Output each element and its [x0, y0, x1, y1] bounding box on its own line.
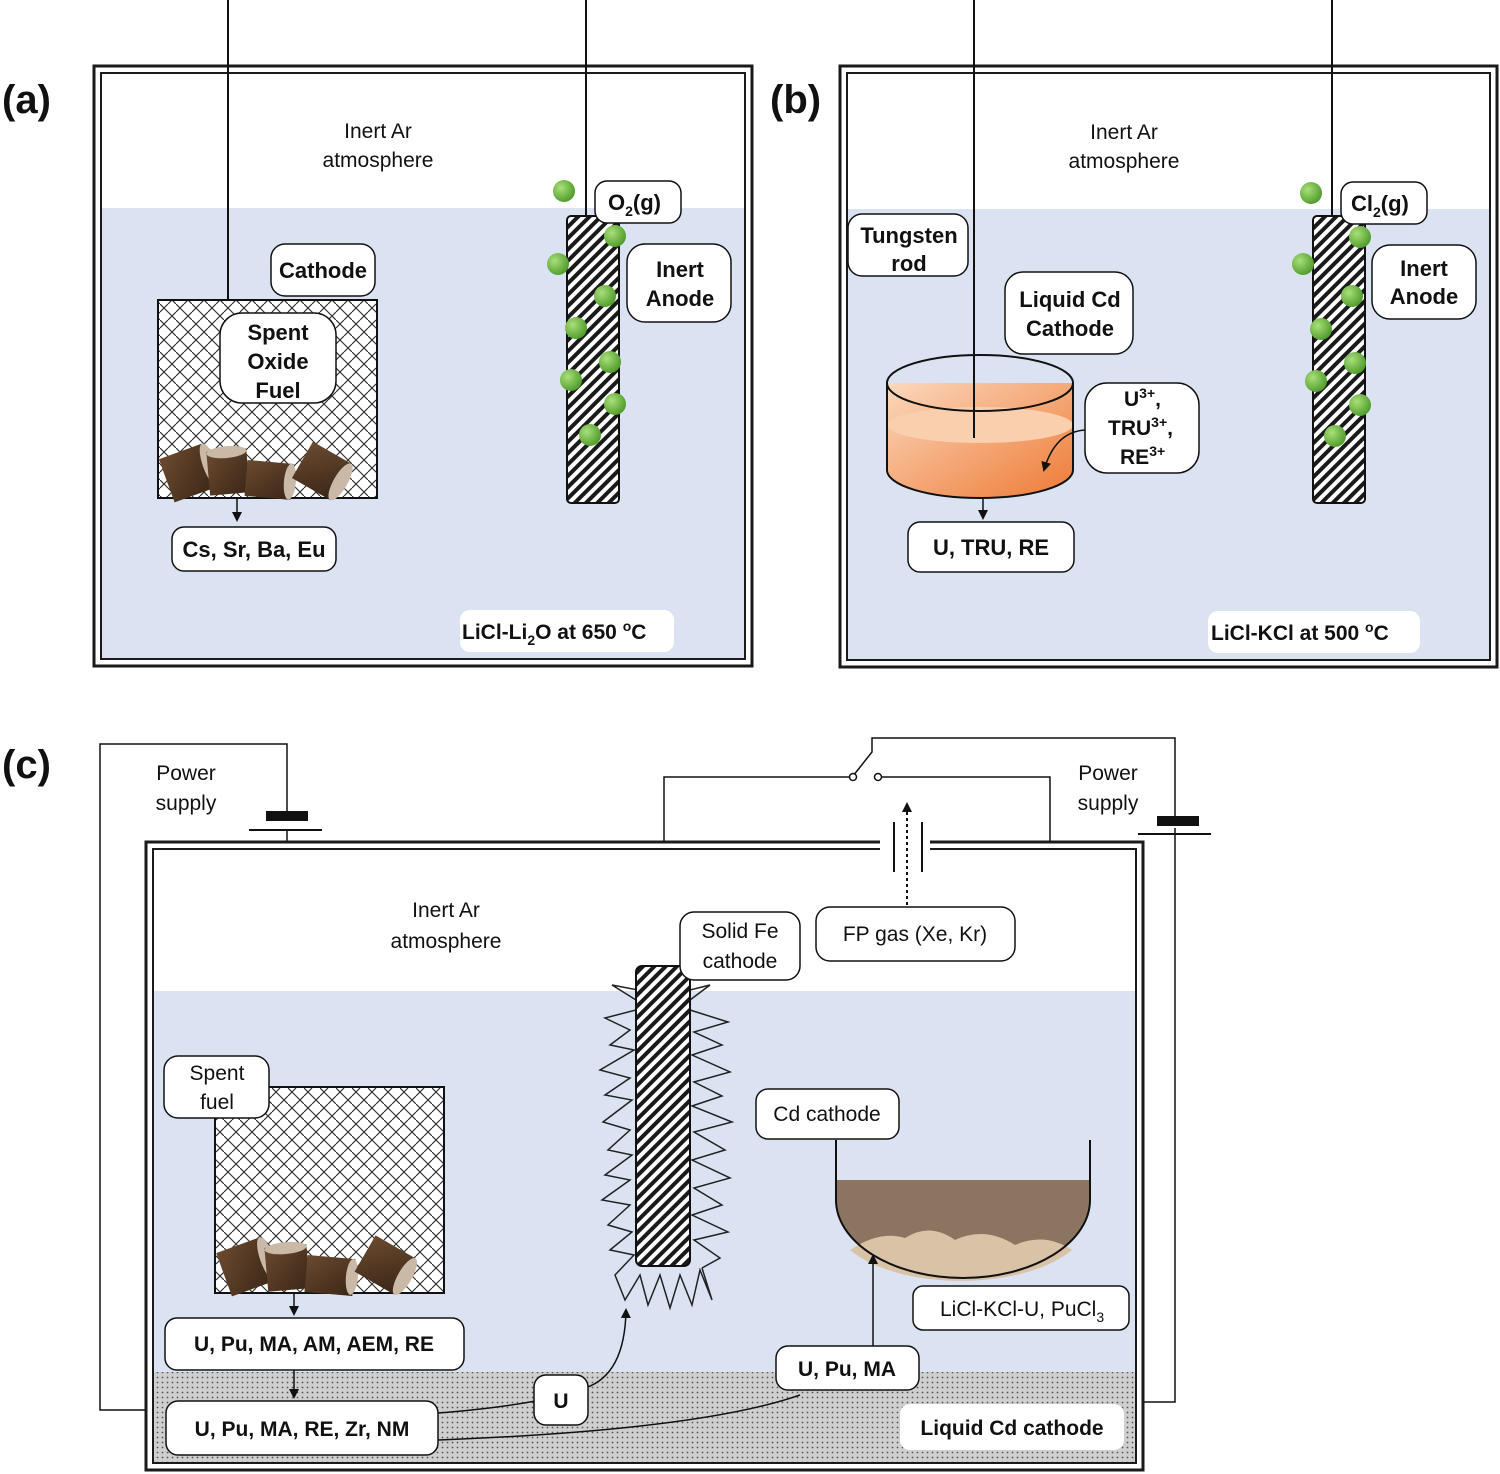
products-label-b: U, TRU, RE	[933, 535, 1049, 560]
pool-label-c: U, Pu, MA, RE, Zr, NM	[195, 1418, 410, 1441]
salt-label-c: LiCl-KCl-U, PuCl3	[940, 1298, 1104, 1325]
anode-label-box-a	[626, 243, 732, 323]
salt-label-box-c	[912, 1285, 1130, 1331]
rod-label-box-b	[847, 213, 969, 277]
ions-label-b-line1: U3+,	[1124, 385, 1161, 411]
fe-cathode-label-c-line1: Solid Fe	[701, 920, 778, 943]
anode-label-box-b	[1371, 244, 1477, 320]
dissolved-box-c	[164, 1317, 465, 1371]
ions-label-b-line2: TRU3+,	[1108, 414, 1173, 440]
fuel-pellets-a	[158, 441, 353, 503]
anode-label-a-line2: Anode	[646, 286, 714, 311]
spent-fuel-label-box-c	[163, 1055, 270, 1119]
salt-label-box-b	[1208, 611, 1420, 653]
battery-neg-left	[266, 811, 308, 821]
cd-cathode-label-box-b	[1004, 271, 1134, 355]
u-label-c: U	[553, 1390, 568, 1413]
salt-label-box-a	[460, 610, 674, 652]
fuel-label-a-line3: Fuel	[255, 378, 300, 403]
anode-label-b-line1: Inert	[1400, 256, 1448, 281]
products-box-b	[907, 521, 1075, 573]
fp-gas-label-box-c	[815, 906, 1016, 962]
products-label-a: Cs, Sr, Ba, Eu	[182, 537, 325, 562]
rod-label-b-line1: Tungsten	[860, 223, 957, 248]
spent-fuel-label-c-line2: fuel	[200, 1091, 234, 1114]
crucible-rim-b	[886, 354, 1074, 412]
fuel-pellets-c	[216, 1235, 418, 1297]
ions-label-box-b	[1084, 382, 1200, 474]
gas-label-box-b	[1340, 181, 1428, 225]
gas-outlet-gap	[880, 836, 930, 850]
fuel-label-a-line1: Spent	[247, 320, 309, 345]
cl2-bubbles-b	[1292, 182, 1371, 447]
switch-arm	[852, 737, 1176, 816]
atmosphere-b-line1: Inert Ar	[1090, 121, 1158, 144]
cd-cathode-label-c: Cd cathode	[773, 1103, 880, 1126]
pool-box-c	[165, 1400, 439, 1456]
panel-a-letter: (a)	[2, 78, 51, 122]
panel-a: (a) Inert Ar atmosphere Cathode Spent Ox…	[2, 0, 754, 668]
salt-label-b: LiCl-KCl at 500 oC	[1211, 619, 1389, 645]
liquid-cd-label-c: Liquid Cd cathode	[920, 1417, 1103, 1440]
cd-cathode-deposit	[850, 1230, 1072, 1281]
liquid-cd-surface-b	[887, 407, 1073, 443]
switch-contact-cd[interactable]	[873, 772, 883, 782]
ions-label-b-line3: RE3+	[1120, 443, 1165, 469]
fe-cathode-label-box-c	[679, 911, 801, 981]
power-supply-left-line2: supply	[156, 792, 217, 815]
products-box-a	[171, 526, 337, 572]
u-dendrites	[598, 967, 735, 1311]
dissolved-label-c: U, Pu, MA, AM, AEM, RE	[194, 1333, 434, 1356]
cd-cathode-crucible	[835, 1140, 1091, 1279]
u-box-c	[533, 1374, 589, 1426]
gas-label-box-a	[594, 180, 682, 224]
spent-fuel-label-c-line1: Spent	[190, 1062, 245, 1085]
atmosphere-a-line1: Inert Ar	[344, 120, 412, 143]
fe-cathode-label-c-line2: cathode	[703, 950, 778, 973]
upuma-label-c: U, Pu, MA	[798, 1358, 896, 1381]
panel-b-letter: (b)	[770, 78, 821, 122]
panel-b: (b) Inert Ar atmosphere Tungsten rod Liq…	[770, 0, 1499, 669]
panel-c: (c) Power supply Power supply Inert Ar a…	[2, 737, 1211, 1472]
power-supply-right-line2: supply	[1078, 792, 1139, 815]
gas-label-b: Cl2(g)	[1351, 191, 1409, 220]
anode-label-b-line2: Anode	[1390, 284, 1458, 309]
atmosphere-a-line2: atmosphere	[323, 149, 434, 172]
gas-label-a: O2(g)	[608, 190, 661, 219]
atmosphere-c-line1: Inert Ar	[412, 899, 480, 922]
cathode-label-a: Cathode	[279, 258, 367, 283]
circuit-left	[99, 743, 288, 1411]
arrow-ions-b	[1041, 429, 1086, 472]
crucible-b	[886, 383, 1074, 499]
line-to-upuma	[437, 1394, 801, 1441]
atmosphere-b-line2: atmosphere	[1069, 150, 1180, 173]
fuel-label-a-line2: Oxide	[247, 349, 308, 374]
rod-label-b-line2: rod	[891, 251, 926, 276]
solid-fe-cathode	[635, 965, 691, 1267]
fuel-label-box-a	[219, 312, 337, 404]
atmosphere-c-line2: atmosphere	[391, 930, 502, 953]
switch-contact-fe[interactable]	[848, 772, 858, 782]
anode-label-a-line1: Inert	[656, 257, 704, 282]
cd-cathode-label-box-c	[755, 1088, 900, 1140]
salt-label-a: LiCl-Li2O at 650 oC	[462, 618, 646, 648]
circuit-right-lower	[1143, 828, 1176, 1403]
upuma-box-c	[775, 1345, 920, 1391]
power-supply-left-line1: Power	[156, 762, 216, 785]
o2-bubbles-a	[547, 180, 626, 446]
cathode-label-box-a	[270, 243, 376, 297]
power-supply-right-line1: Power	[1078, 762, 1138, 785]
panel-c-letter: (c)	[2, 743, 51, 787]
cd-cathode-label-b-line2: Cathode	[1026, 316, 1114, 341]
cd-cathode-label-b-line1: Liquid Cd	[1019, 287, 1120, 312]
fp-gas-label-c: FP gas (Xe, Kr)	[843, 923, 987, 946]
liquid-cd-label-box-c	[900, 1404, 1124, 1450]
battery-neg-right	[1157, 816, 1199, 826]
